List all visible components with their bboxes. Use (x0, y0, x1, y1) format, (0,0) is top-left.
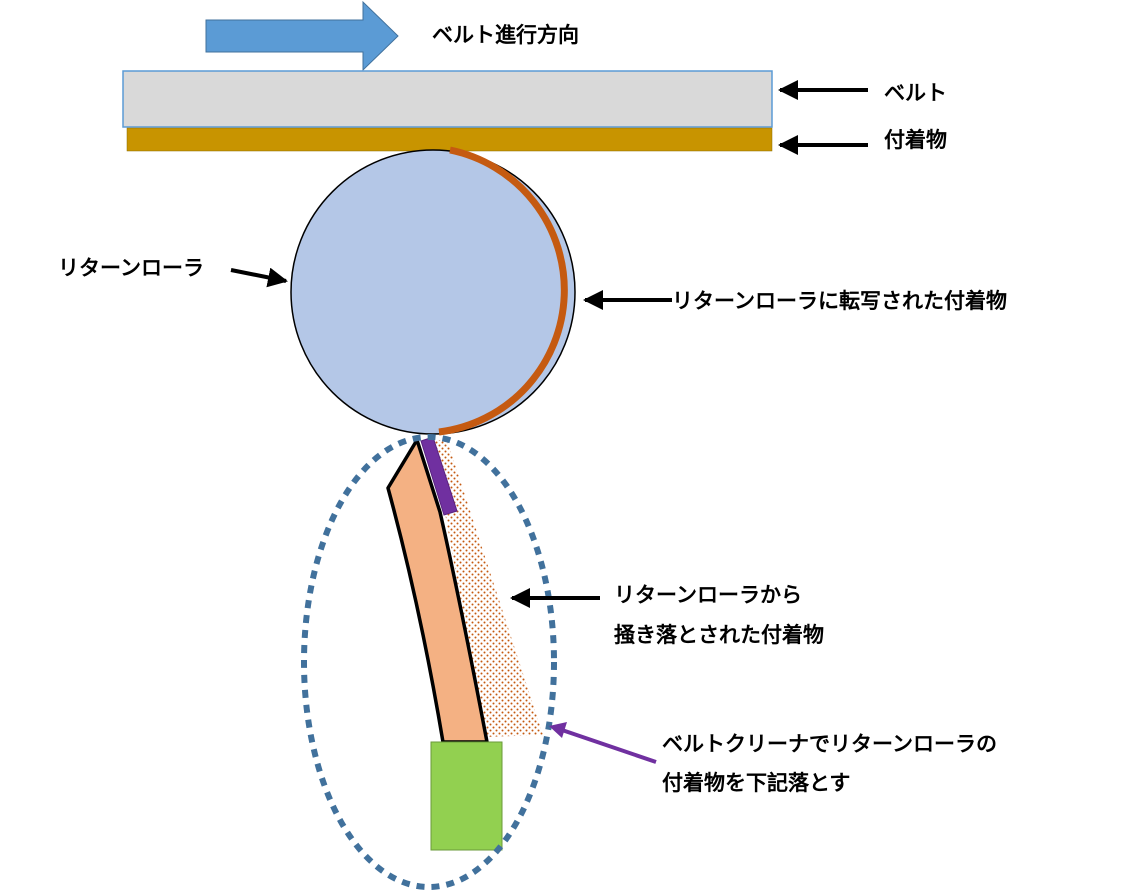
belt-direction-arrow (205, 0, 399, 72)
transferred-deposit-label: リターンローラに転写された付着物 (672, 289, 1007, 313)
belt-direction-label: ベルト進行方向 (432, 23, 579, 47)
belt (122, 70, 773, 128)
cleaner-pointer-arrowhead (549, 722, 567, 738)
scraped-particles (432, 440, 543, 737)
belt-label: ベルト (884, 81, 947, 105)
scraped-deposit-label-line1: リターンローラから (614, 583, 802, 607)
cleaner-base (430, 741, 503, 851)
roller-deposit-arc (438, 146, 568, 436)
cleaner-label-line1: ベルトクリーナでリターンローラの (662, 732, 997, 756)
return-roller-pointer-arrow (230, 267, 288, 288)
return-roller-label: リターンローラ (58, 256, 204, 280)
cleaner-pointer-arrow (561, 728, 657, 764)
deposit-layer (126, 127, 773, 152)
return-roller (290, 149, 576, 435)
deposit-label: 付着物 (884, 128, 947, 152)
scraped-deposit-label-line2: 掻き落とされた付着物 (614, 623, 824, 647)
cleaner-highlight-ellipse (301, 434, 557, 890)
cleaner-label-line2: 付着物を下記落とす (662, 771, 850, 795)
